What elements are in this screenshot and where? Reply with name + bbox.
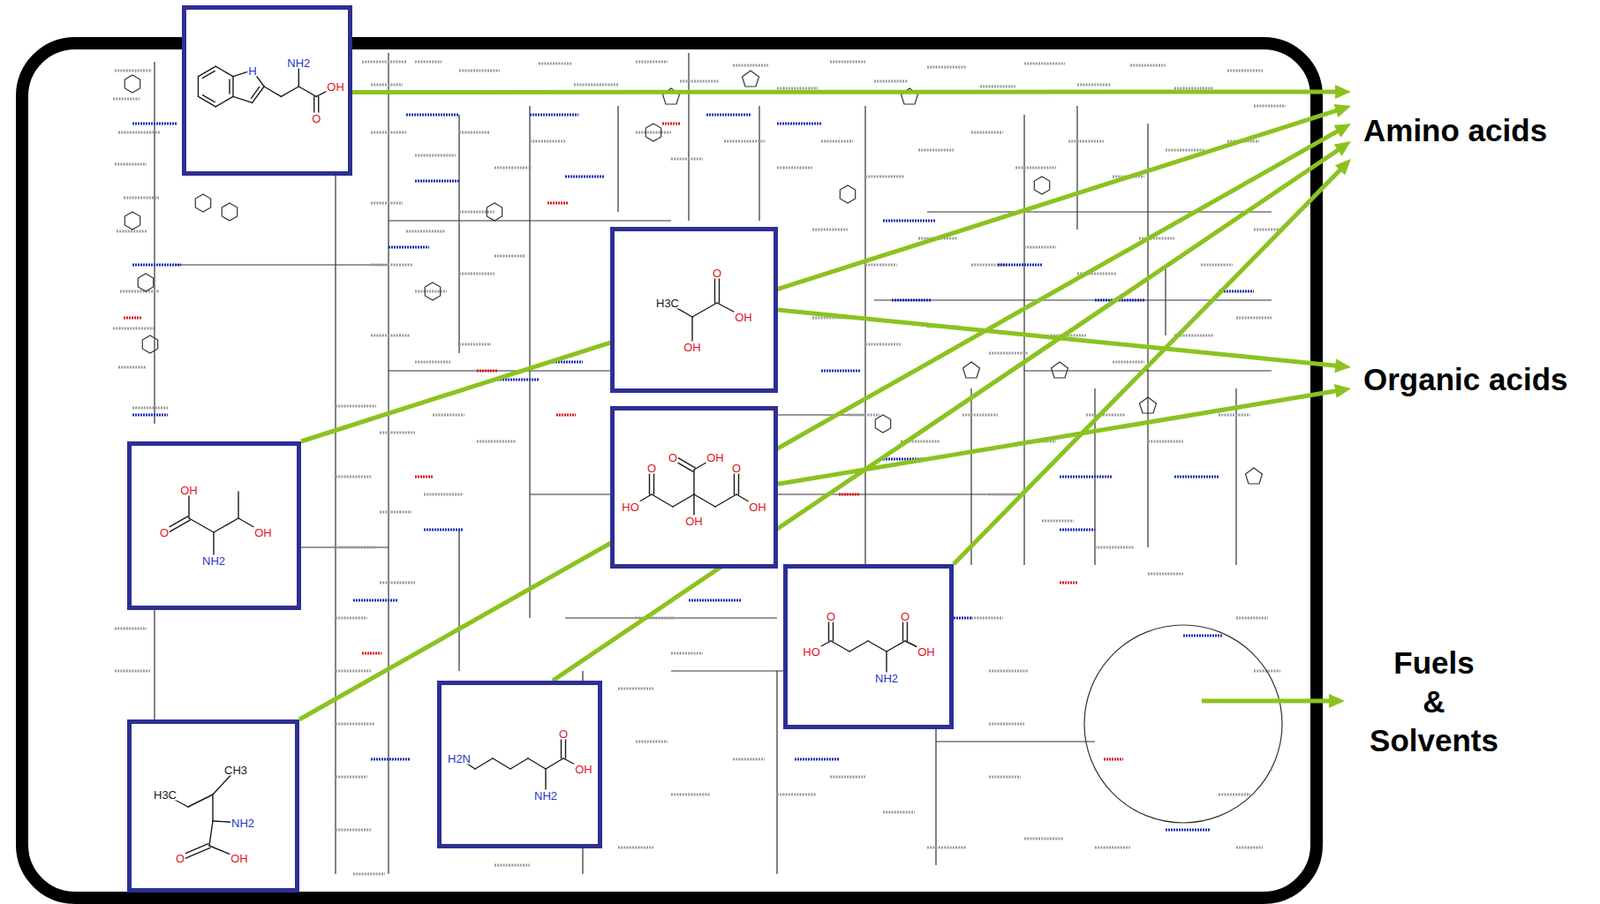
atom-label: OH [325, 81, 346, 93]
chemical-bond [475, 758, 493, 770]
atom-label: O [899, 611, 911, 623]
atom-label: NH2 [230, 817, 256, 830]
chemical-bond [215, 96, 234, 106]
product-class: Organic acids [1350, 353, 1599, 407]
chemical-bond [188, 518, 214, 533]
chemical-bond [849, 641, 868, 652]
atom-label: O [158, 527, 170, 539]
molecule-box: OOHOOHOOHOH [610, 406, 778, 569]
product-class: Fuels & Solvents [1345, 643, 1523, 761]
pathway-lines [154, 52, 1272, 875]
atom-label: O [174, 852, 186, 865]
molecule-box: OH O OH NH2 [127, 441, 302, 611]
atom-label: NH2 [286, 57, 311, 69]
atom-label: H [247, 64, 257, 76]
atom-label: OH [573, 763, 594, 776]
chemical-bond [298, 86, 317, 97]
chemical-bond [545, 758, 564, 770]
atom-label: OH [684, 515, 704, 528]
flow-arrow [301, 109, 1342, 442]
chemical-bond [692, 302, 717, 317]
chemical-bond [202, 95, 215, 103]
molecule-box: CH3H3C NH2O OH [127, 719, 300, 893]
chemical-bond [651, 494, 673, 507]
molecule-box: O O HO OH NH2 [783, 564, 954, 730]
atom-label: OH [747, 501, 768, 514]
atom-label: O [558, 728, 569, 740]
urea-cycle [1084, 625, 1283, 823]
chemical-bond [215, 66, 234, 76]
molecule-structure [186, 9, 348, 172]
molecule-structure [131, 724, 295, 889]
chemical-bond [250, 86, 259, 99]
atom-label: OH [682, 341, 702, 354]
atom-label: O [825, 611, 837, 623]
chemical-bond [209, 821, 213, 846]
chemical-bond [213, 518, 239, 533]
atom-label: H3C [152, 789, 178, 801]
atom-label: O [711, 267, 723, 280]
flow-arrow [352, 90, 1341, 95]
chemical-bond [211, 794, 213, 822]
chemical-bond [233, 96, 253, 103]
molecule-box: O H3C OH OH [610, 226, 778, 393]
molecule-box: O H2N OH NH2 [437, 680, 603, 849]
atom-label: O [310, 113, 322, 125]
molecule-structure [131, 445, 297, 606]
product-label: Fuels & Solvents [1345, 643, 1523, 761]
atom-label: H2N [446, 753, 472, 765]
chemical-bond [672, 494, 695, 507]
chemical-bond [830, 641, 850, 652]
atom-label: NH2 [533, 790, 559, 802]
atom-label: O [667, 452, 679, 464]
chemical-bond [867, 641, 887, 652]
atom-label: NH2 [874, 672, 899, 685]
flow-arrow [777, 309, 1341, 367]
product-label: Amino acids [1363, 112, 1548, 150]
chemical-bond [264, 86, 281, 97]
atom-label: OH [179, 484, 199, 497]
chemical-bond [202, 70, 215, 78]
chemical-bond [693, 469, 695, 495]
flow-arrow [953, 166, 1344, 565]
chemical-bond [237, 491, 239, 519]
molecule-structure [614, 410, 774, 565]
atom-label: HO [620, 501, 641, 514]
chemical-bond [528, 758, 546, 770]
product-label: Organic acids [1363, 361, 1568, 399]
atom-label: HO [801, 646, 822, 658]
atom-label: CH3 [223, 764, 249, 777]
product-class: Amino acids [1350, 83, 1599, 177]
chemical-bond [886, 641, 906, 652]
chemical-bond [694, 494, 716, 507]
molecule-box: H NH2OH O [181, 5, 353, 176]
chemical-bond [510, 758, 529, 770]
chemical-bond [492, 758, 511, 770]
atom-label: OH [733, 311, 754, 324]
chemical-bond [228, 79, 230, 94]
chemical-bond [280, 86, 299, 97]
fuels-arrow [1201, 699, 1335, 704]
chemical-bond [715, 494, 737, 507]
atom-label: H3C [655, 297, 680, 310]
atom-label: OH [916, 646, 936, 658]
flow-arrow [777, 390, 1341, 484]
atom-label: OH [229, 852, 250, 865]
molecule-structure [614, 231, 774, 389]
atom-label: O [731, 462, 742, 475]
atom-label: NH2 [201, 555, 227, 567]
atom-label: OH [705, 452, 725, 464]
atom-label: OH [253, 527, 273, 539]
chemical-bond [188, 794, 213, 808]
map-inhibitor-texture [123, 123, 1124, 760]
chemical-bond [197, 76, 199, 98]
chemical-bond [232, 76, 234, 98]
atom-label: O [646, 462, 657, 475]
